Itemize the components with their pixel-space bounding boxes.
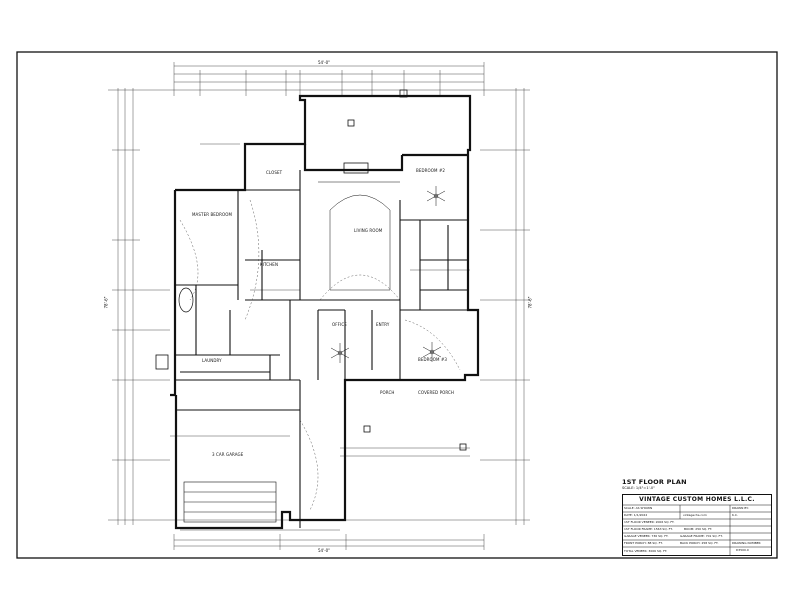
front-porch: FRONT PORCH: 88 SQ. FT. <box>624 541 663 545</box>
room-label-kitchen: KITCHEN <box>260 262 279 267</box>
title-scale: SCALE: AS SHOWN <box>624 506 653 510</box>
drawing-number: D3500.0 <box>736 548 749 552</box>
overall-dimension-bottom: 54'-0" <box>318 548 331 553</box>
interior-walls <box>175 170 468 528</box>
bathtub-icon <box>178 287 194 313</box>
title-date: DATE: 1/1/2022 <box>624 513 648 517</box>
room-label-laundry: LAUNDRY <box>202 358 222 363</box>
company-email: vintagechs.com <box>683 513 707 517</box>
overall-dimension-left: 78'-6" <box>103 296 109 309</box>
room-label-entry: ENTRY <box>376 322 390 327</box>
bonus-room: BOOM: 250 SQ. FT. <box>684 527 713 531</box>
drawn-by-label: DRAWN BY: <box>732 506 749 510</box>
drawing-number-label: DRAWING NUMBER <box>732 541 761 545</box>
garage-veneer: GARAGE VENEER: 736 SQ. FT. <box>624 534 669 538</box>
room-label-porch: PORCH <box>380 390 395 395</box>
plan-title: 1ST FLOOR PLAN <box>622 478 687 486</box>
garage-frame: GARAGE FRAME: 701 SQ. FT. <box>680 534 723 538</box>
back-porch: BACK PORCH: 258 SQ. FT. <box>680 541 719 545</box>
sheet-border <box>16 51 778 559</box>
room-label-living-room: LIVING ROOM <box>354 228 383 233</box>
first-floor-frame: 1ST FLOOR FRAME: 1563 SQ. FT. <box>624 527 673 531</box>
exterior-walls <box>170 94 480 530</box>
drawn-by-value: K.C. <box>732 513 738 517</box>
room-label-covered-porch: COVERED PORCH <box>418 390 455 395</box>
room-label-garage: 3 CAR GARAGE <box>212 452 244 457</box>
vault-ceiling <box>318 181 400 291</box>
fireplace-icon <box>343 162 369 174</box>
plan-scale: SCALE: 1/4"=1'-0" <box>622 486 655 490</box>
room-label-bedroom-3: BEDROOM #3 <box>418 357 448 362</box>
overall-dimension-top: 54'-0" <box>318 60 331 65</box>
room-label-office: OFFICE <box>332 322 347 327</box>
ceiling-fan-icons <box>330 186 446 363</box>
garage-door <box>183 481 277 523</box>
room-label-closet: CLOSET <box>266 170 283 175</box>
column-icons <box>155 89 467 451</box>
first-floor-veneer: 1ST FLOOR VENEER: 2006 SQ. FT. <box>624 520 675 524</box>
total-veneer: TOTAL VENEER: 3006 SQ. FT. <box>624 549 668 553</box>
room-label-bedroom-2: BEDROOM #2 <box>416 168 446 173</box>
title-block <box>622 494 772 556</box>
company-name: VINTAGE CUSTOM HOMES L.L.C. <box>639 496 755 503</box>
dimension-lines <box>108 62 530 550</box>
overall-dimension-right: 78'-6" <box>527 296 533 309</box>
electrical-paths <box>179 199 461 511</box>
room-label-master-bedroom: MASTER BEDROOM <box>192 212 233 217</box>
title-block-lines <box>622 504 772 556</box>
